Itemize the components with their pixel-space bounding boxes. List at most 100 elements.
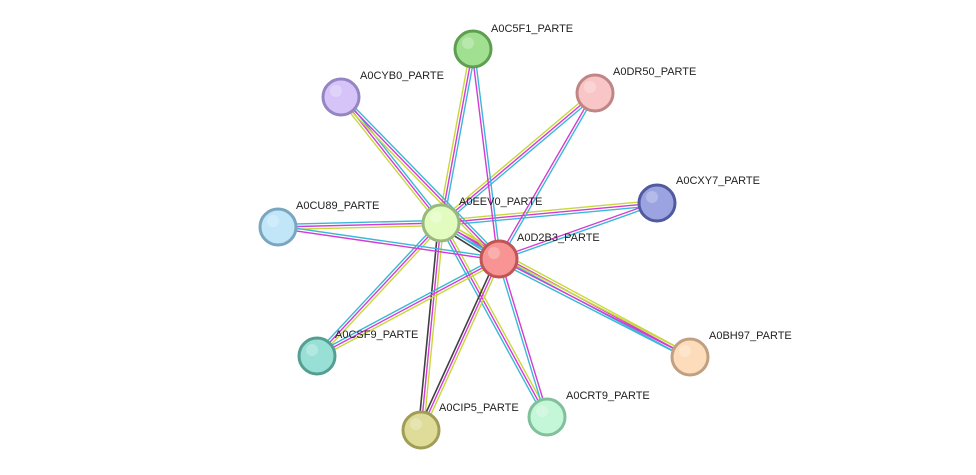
edge-line-green [499,256,692,356]
edge-a0d2b3-parte-a0cip5-parte [417,257,503,432]
node-label: A0EEV0_PARTE [459,196,542,208]
edge-line-magenta [420,258,500,431]
edge-line-cyan [314,220,440,355]
node-a0bh97-parte[interactable]: A0BH97_PARTE [670,330,792,377]
node-circle[interactable] [401,410,441,450]
node-highlight [584,81,596,93]
edge-line-green [338,98,440,226]
node-circle[interactable] [321,77,361,117]
edge-line-magenta [440,222,548,418]
edge-a0d2b3-parte-a0cu89-parte [277,225,500,261]
node-a0c5f1-parte[interactable]: A0C5F1_PARTE [453,23,573,69]
edges-layer [277,48,692,432]
node-label: A0CIP5_PARTE [439,402,519,414]
edge-line-cyan [342,94,502,258]
edge-line-magenta [499,258,549,417]
edge-line-magenta [471,49,499,260]
edge-line-cyan [278,225,500,259]
node-highlight [330,85,342,97]
edge-line-green [438,90,594,222]
edge-line-magenta [498,258,691,358]
edge-a0eev0-parte-a0cxy7-parte [440,199,658,227]
node-a0cyb0-parte[interactable]: A0CYB0_PARTE [321,70,444,117]
edge-line-cyan [473,48,501,259]
edge-line-dark [417,257,498,430]
edge-line-magenta [440,92,596,224]
node-label: A0C5F1_PARTE [491,23,573,35]
node-circle[interactable] [527,397,567,437]
edge-line-magenta [340,96,500,260]
edge-line-cyan [441,204,658,227]
edge-a0eev0-parte-a0dr50-parte [438,90,598,226]
edge-line-magenta [316,222,442,357]
edge-line-magenta [440,48,474,224]
edge-line-magenta [497,91,595,259]
node-a0crt9-parte[interactable]: A0CRT9_PARTE [527,390,650,437]
edge-line-green [440,199,657,222]
edge-line-cyan [499,93,597,261]
edge-line-green [422,259,503,432]
edge-line-magenta [277,227,499,261]
node-circle[interactable] [453,29,493,69]
node-a0dr50-parte[interactable]: A0DR50_PARTE [575,66,696,113]
node-label: A0CYB0_PARTE [360,70,444,82]
node-label: A0BH97_PARTE [709,330,792,342]
node-circle[interactable] [258,207,298,247]
edge-line-cyan [497,260,690,360]
node-circle[interactable] [479,239,519,279]
edge-line-cyan [277,219,441,226]
node-highlight [646,191,658,203]
node-circle[interactable] [421,203,461,243]
node-highlight [488,247,500,259]
edge-a0d2b3-parte-a0cxy7-parte [498,201,658,261]
edge-line-magenta [440,202,658,224]
edge-a0d2b3-parte-a0bh97-parte [497,256,692,360]
node-label: A0CSF9_PARTE [335,329,418,341]
edge-line-cyan [315,256,499,355]
node-circle[interactable] [637,183,677,223]
edge-a0eev0-parte-a0crt9-parte [438,221,550,419]
node-circle[interactable] [575,73,615,113]
node-highlight [430,211,442,223]
edge-a0d2b3-parte-a0csf9-parte [315,256,501,359]
edge-line-cyan [497,259,547,418]
node-label: A0D2B3_PARTE [517,232,600,244]
edge-line-green [317,260,501,359]
nodes-layer: A0C5F1_PARTE A0CYB0_PARTE A0DR50_PARTE A0CX… [258,23,792,450]
node-highlight [410,418,422,430]
edge-line-magenta [277,222,442,228]
node-highlight [536,405,548,417]
node-a0cip5-parte[interactable]: A0CIP5_PARTE [401,402,519,450]
node-a0d2b3-parte[interactable]: A0D2B3_PARTE [479,232,600,279]
edge-line-cyan [442,94,598,226]
edge-line-magenta [498,201,657,259]
node-a0cu89-parte[interactable]: A0CU89_PARTE [258,200,379,247]
node-highlight [679,345,691,357]
edge-a0d2b3-parte-a0c5f1-parte [471,48,501,260]
edge-line-green [437,48,472,223]
node-highlight [306,344,318,356]
edge-line-magenta [316,258,500,357]
edge-a0d2b3-parte-a0cyb0-parte [338,94,502,262]
node-highlight [267,215,279,227]
node-highlight [462,37,474,49]
node-label: A0CXY7_PARTE [676,175,760,187]
edge-a0d2b3-parte-a0crt9-parte [497,258,549,418]
node-label: A0CU89_PARTE [296,200,379,212]
node-circle[interactable] [297,336,337,376]
node-a0csf9-parte[interactable]: A0CSF9_PARTE [297,329,418,376]
node-a0eev0-parte[interactable]: A0EEV0_PARTE [421,196,542,243]
node-label: A0CRT9_PARTE [566,390,650,402]
edge-line-magenta [420,222,442,431]
edge-line-cyan [442,49,477,224]
node-a0cxy7-parte[interactable]: A0CXY7_PARTE [637,175,760,223]
edge-line-dark [417,222,440,430]
edge-line-green [422,223,445,431]
node-circle[interactable] [670,337,710,377]
edge-a0eev0-parte-a0cu89-parte [277,219,442,231]
edge-line-cyan [499,203,658,261]
edge-a0eev0-parte-a0cip5-parte [417,222,445,431]
edge-a0eev0-parte-a0c5f1-parte [437,48,477,224]
edge-a0d2b3-parte-a0dr50-parte [497,91,597,261]
